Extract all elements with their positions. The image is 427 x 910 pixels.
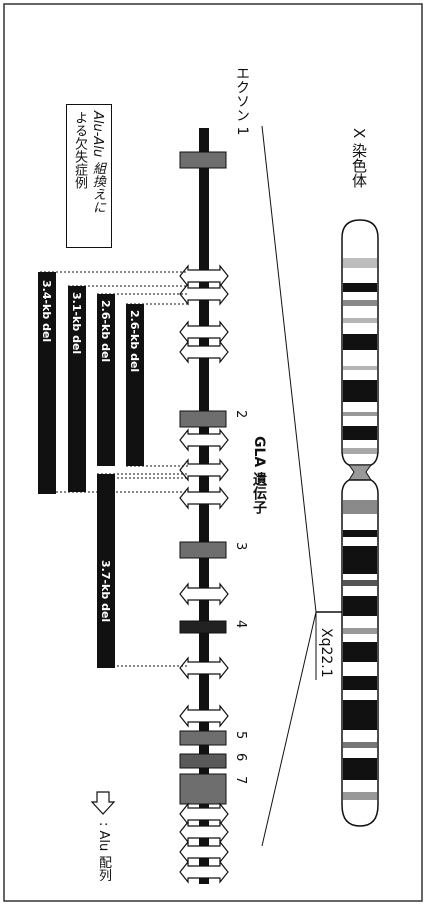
exon-number-5: 5 [233, 731, 248, 739]
deletion-label-3.1-kb: 3.1-kb del [70, 292, 83, 354]
deletion-label-3.4-kb: 3.4-kb del [40, 280, 53, 342]
chromosome-band [343, 700, 377, 730]
chromosome-band [343, 758, 377, 780]
cases-box-line-2: よる欠失症例 [70, 111, 89, 189]
chromosome-band [343, 792, 377, 800]
chromosome-band [343, 258, 377, 268]
exon-7 [180, 774, 226, 804]
cases-box-line-1: Alu-Alu 組換えに [88, 111, 107, 213]
chromosome-band [343, 334, 377, 350]
exon-1 [180, 152, 226, 168]
gene-label: GLA 遺伝子 [249, 436, 269, 514]
zoom-line-bottom [262, 612, 316, 846]
chromosome-band [343, 628, 377, 634]
chromosome-band [343, 426, 377, 440]
chromosome-band [343, 283, 377, 292]
chromosome-band [343, 300, 377, 306]
exon-6 [180, 754, 226, 768]
chromosome-band [343, 318, 377, 323]
chromosome-band [343, 742, 377, 748]
cases-box: Alu-Alu 組換えに よる欠失症例 [66, 104, 112, 248]
zoom-line-top [262, 126, 316, 612]
legend: : Alu 配列 [88, 788, 118, 888]
exon-2 [180, 411, 226, 427]
exon-number-3: 3 [233, 542, 248, 550]
centromere [349, 465, 371, 480]
deletion-label-3.7-kb: 3.7-kb del [99, 560, 112, 622]
chromosome-band [343, 366, 377, 370]
band-label: Xq22.1 [318, 628, 334, 678]
chromosome-band [343, 530, 377, 537]
gla-gene [180, 128, 228, 884]
chromosome-band [343, 580, 377, 586]
deletion-label-2.6-kb-b: 2.6-kb del [99, 300, 112, 362]
exon-number-4: 4 [233, 620, 248, 628]
legend-text: : Alu 配列 [94, 822, 113, 881]
chromosome-band [343, 676, 377, 690]
exon-number-6: 6 [233, 753, 248, 761]
chromosome-band [343, 642, 377, 662]
chromosome-title: X 染色体 [349, 128, 370, 188]
x-chromosome [342, 220, 378, 826]
exon-5 [180, 731, 226, 745]
exon-4 [180, 621, 226, 633]
exon-number-7: 7 [233, 776, 248, 784]
chromosome-band [343, 380, 377, 402]
exon-1-label: エクソン 1 [232, 66, 252, 135]
chromosome-band [343, 412, 377, 416]
exon-3 [180, 542, 226, 558]
chromosome-band [343, 546, 377, 574]
chromosome-band [343, 500, 377, 514]
exon-number-2: 2 [233, 410, 248, 418]
alu-legend-icon [88, 788, 118, 818]
chromosome-band [343, 596, 377, 616]
deletion-label-2.6-kb-a: 2.6-kb del [128, 310, 141, 372]
chromosome-band [343, 448, 377, 454]
